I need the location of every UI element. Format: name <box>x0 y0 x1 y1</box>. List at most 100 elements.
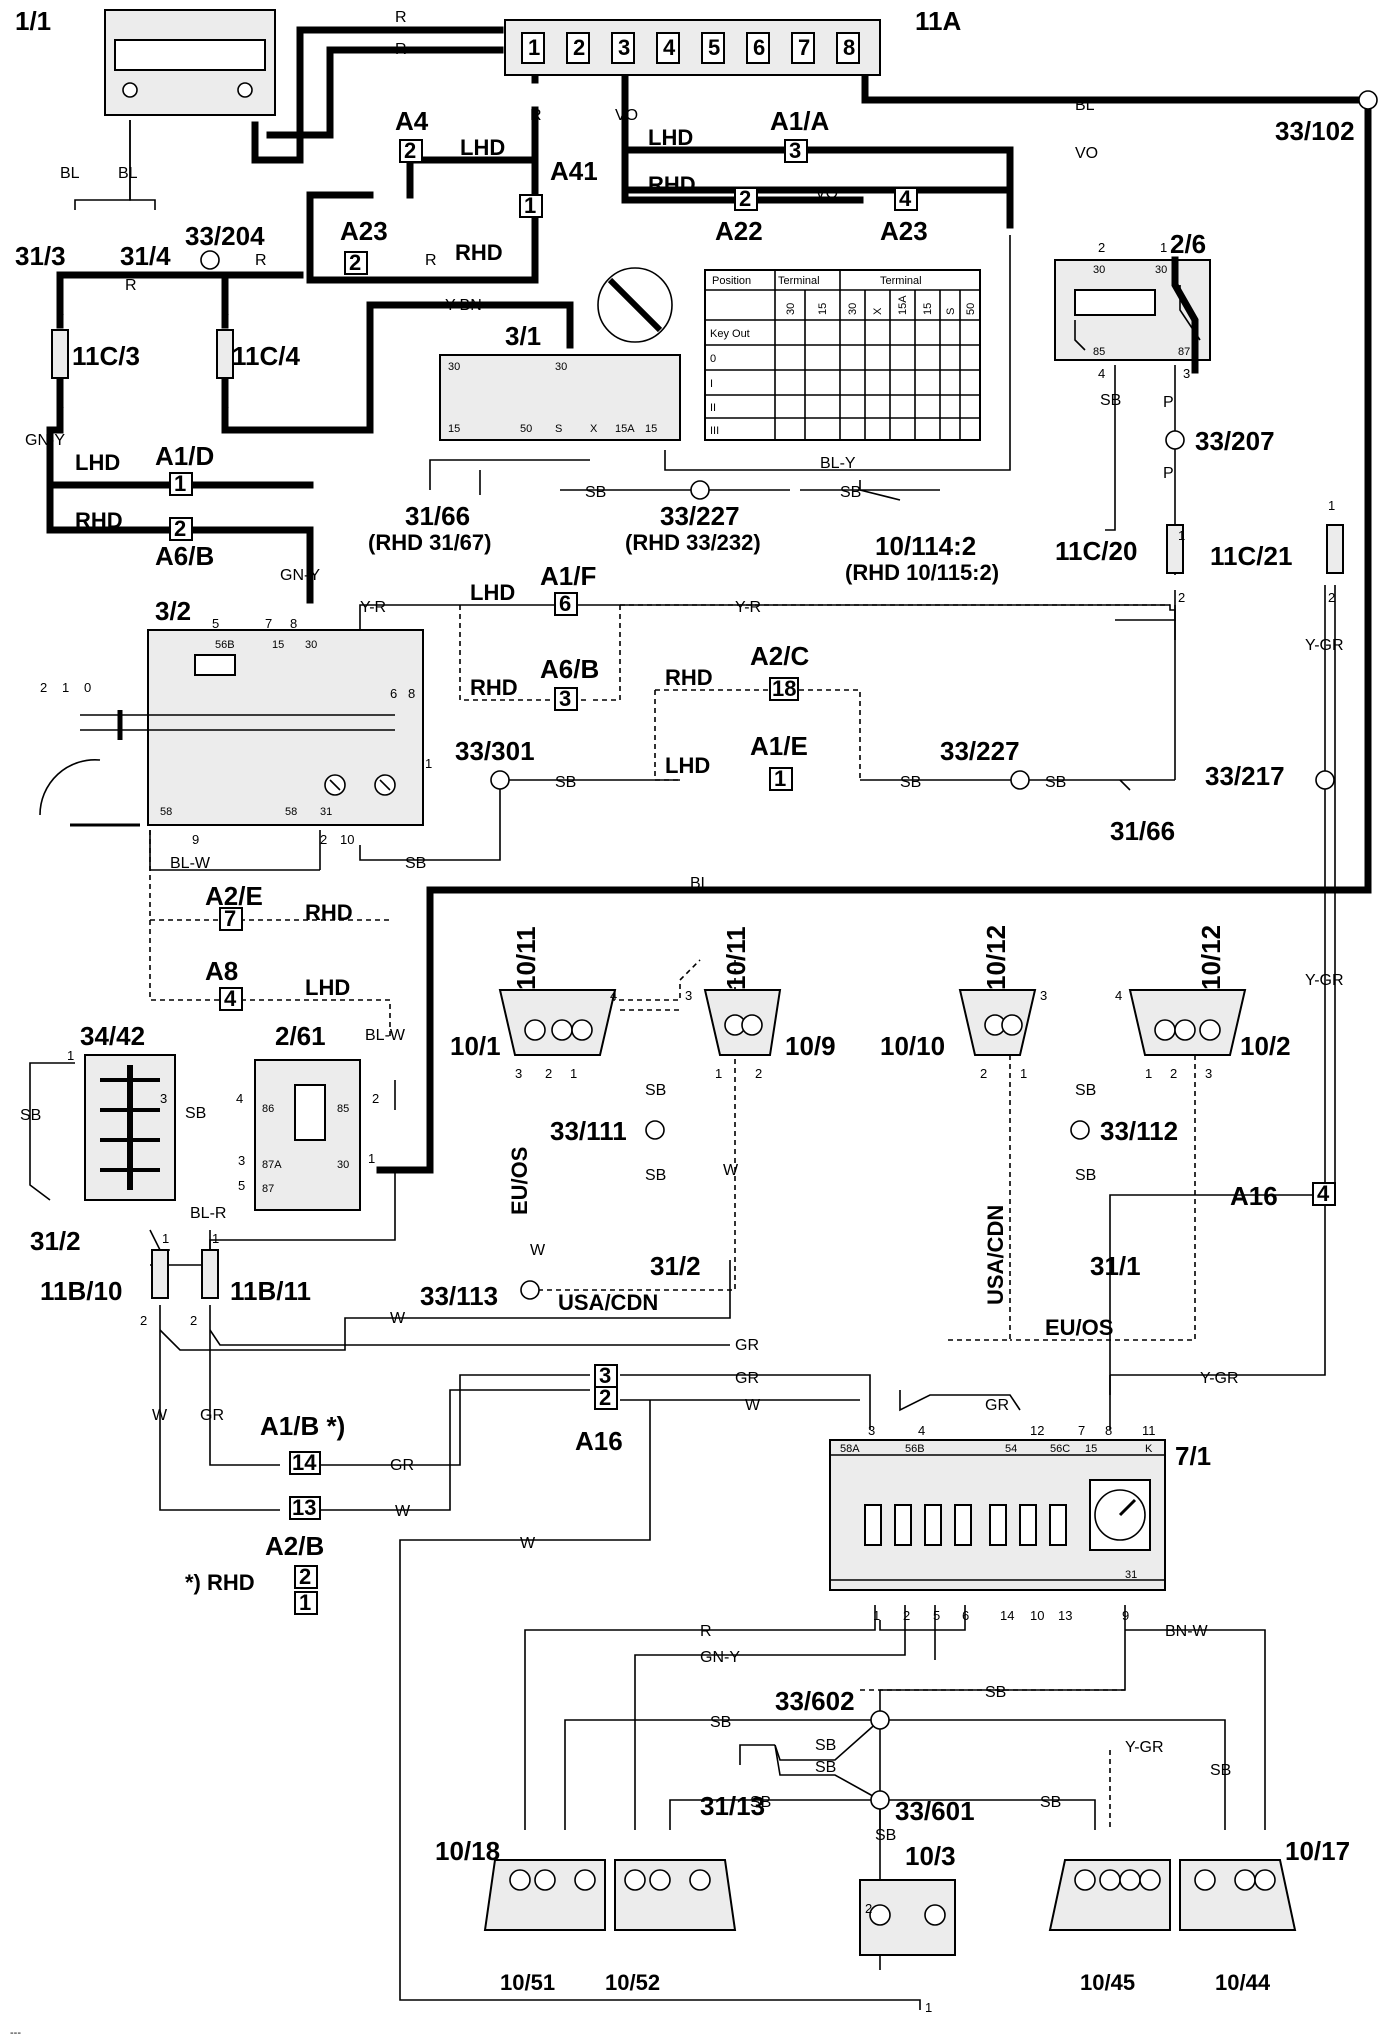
conn-A1E: 1 <box>774 766 786 791</box>
wire-label-SB: SB <box>1100 392 1121 409</box>
conn-A1B-top: 14 <box>292 1450 317 1475</box>
label-11C-20: 11C/20 <box>1055 536 1137 566</box>
label-rhd-note: *) RHD <box>185 1570 255 1595</box>
pin-label: 14 <box>1000 1608 1014 1623</box>
table-row-label: I <box>710 378 713 390</box>
relay2-term: 87A <box>262 1159 282 1171</box>
switch-pos-label: 2 <box>40 680 47 695</box>
conn-A1B-bot: 13 <box>292 1495 316 1520</box>
switch-term: 56B <box>215 639 235 651</box>
label-A23a: A23 <box>880 216 928 246</box>
ignition-term: 30 <box>555 361 567 373</box>
wire-label-SB: SB <box>20 1107 41 1124</box>
market-rhd-1: RHD <box>648 172 696 197</box>
fuse-slot-number: 3 <box>618 35 630 60</box>
pin-label: 5 <box>212 616 219 631</box>
conn-A2B-bot: 1 <box>299 1590 311 1615</box>
label-31-66a: 31/66 <box>405 501 470 531</box>
pin-label: 13 <box>1058 1608 1072 1623</box>
wire-label-P: P <box>1163 465 1174 482</box>
pin-label: 2 <box>755 1066 762 1081</box>
wire-label-SB: SB <box>185 1105 206 1122</box>
label-1-1: 1/1 <box>15 6 51 36</box>
wire-label-SB: SB <box>645 1167 666 1184</box>
label-10-114-rhd: (RHD 10/115:2) <box>845 560 999 585</box>
wire-label-W: W <box>530 1242 546 1259</box>
cluster-term: 54 <box>1005 1443 1017 1455</box>
label-A22: A22 <box>715 216 763 246</box>
cluster-term: 31 <box>1125 1569 1137 1581</box>
fuse-slot <box>611 32 635 64</box>
market-rhd-5: RHD <box>665 665 713 690</box>
pin-label: 1 <box>1178 528 1185 543</box>
pin-label: 5 <box>238 1178 245 1193</box>
wire-label-GR: GR <box>200 1407 224 1424</box>
label-3-1: 3/1 <box>505 321 541 351</box>
market-usacdn-2: USA/CDN <box>983 1205 1008 1305</box>
pin-label: 4 <box>1098 366 1105 381</box>
pin-label: 2 <box>140 1313 147 1328</box>
wire-label-W: W <box>723 1162 739 1179</box>
table-col: 30 <box>847 303 859 315</box>
wire-label-BL: BL <box>118 165 138 182</box>
wire-label-SB: SB <box>875 1827 896 1844</box>
relay-term: 30 <box>1093 264 1105 276</box>
label-34-42: 34/42 <box>80 1021 145 1051</box>
label-33-227b: 33/227 <box>940 736 1020 766</box>
ignition-term: 15 <box>645 423 657 435</box>
label-10-11b: 10/11 <box>721 926 751 990</box>
market-lhd-3: LHD <box>75 450 120 475</box>
table-header-terminal2: Terminal <box>880 275 922 287</box>
wire-label-YR: Y-R <box>360 599 386 616</box>
label-2-6: 2/6 <box>1170 229 1206 259</box>
label-31-4: 31/4 <box>120 241 171 271</box>
wire-label-GR: GR <box>390 1457 414 1474</box>
label-A6B: A6/B <box>155 541 214 571</box>
wire-label-YGR: Y-GR <box>1125 1739 1164 1756</box>
wire-label-SB: SB <box>900 774 921 791</box>
wire-label-BLY: BL-Y <box>820 455 856 472</box>
conn-A8: 4 <box>224 986 237 1011</box>
pin-label: 1 <box>1020 1066 1027 1081</box>
switch-pos-label: 1 <box>62 680 69 695</box>
market-rhd-4: RHD <box>470 675 518 700</box>
label-31-13: 31/13 <box>700 1791 765 1821</box>
pin-label: 2 <box>903 1608 910 1623</box>
wire-label-BNW: BN-W <box>1165 1623 1209 1640</box>
market-lhd-5: LHD <box>665 753 710 778</box>
pin-label: 5 <box>933 1608 940 1623</box>
relay2-term: 85 <box>337 1103 349 1115</box>
label-33-112: 33/112 <box>1100 1116 1178 1146</box>
conn-A23a: 4 <box>899 186 912 211</box>
label-33-601: 33/601 <box>895 1796 975 1826</box>
wire-label-SB: SB <box>405 855 426 872</box>
pin-label: 1 <box>162 1231 169 1246</box>
wire-label-GNY: GN-Y <box>280 567 320 584</box>
label-A23b: A23 <box>340 216 388 246</box>
label-A6B2: A6/B <box>540 654 599 684</box>
wire-label-R: R <box>425 252 437 269</box>
fuse-slot <box>836 32 860 64</box>
fuse-slot-number: 8 <box>843 35 855 60</box>
label-31-66a-rhd: (RHD 31/67) <box>368 530 491 555</box>
market-labels: LHD LHD RHD RHD LHD RHD LHD RHD RHD LHD … <box>75 125 1113 1340</box>
fuse-slot <box>791 32 815 64</box>
label-A1A: A1/A <box>770 106 829 136</box>
table-row-label: 0 <box>710 353 716 365</box>
pin-label: 2 <box>320 832 327 847</box>
label-33-111: 33/111 <box>550 1116 627 1146</box>
label-11B-11: 11B/11 <box>230 1276 311 1306</box>
ignition-term: 30 <box>448 361 460 373</box>
market-lhd-4: LHD <box>470 580 515 605</box>
splice-points <box>200 90 1378 1810</box>
ignition-term: S <box>555 423 562 435</box>
wire-label-R: R <box>255 252 267 269</box>
pin-label: 3 <box>515 1066 522 1081</box>
fuse-slot-number: 5 <box>708 35 720 60</box>
cluster-term: 58A <box>840 1443 860 1455</box>
label-10-44: 10/44 <box>1215 1970 1271 1995</box>
label-33-207: 33/207 <box>1195 426 1275 456</box>
wire-label-SB: SB <box>815 1759 836 1776</box>
